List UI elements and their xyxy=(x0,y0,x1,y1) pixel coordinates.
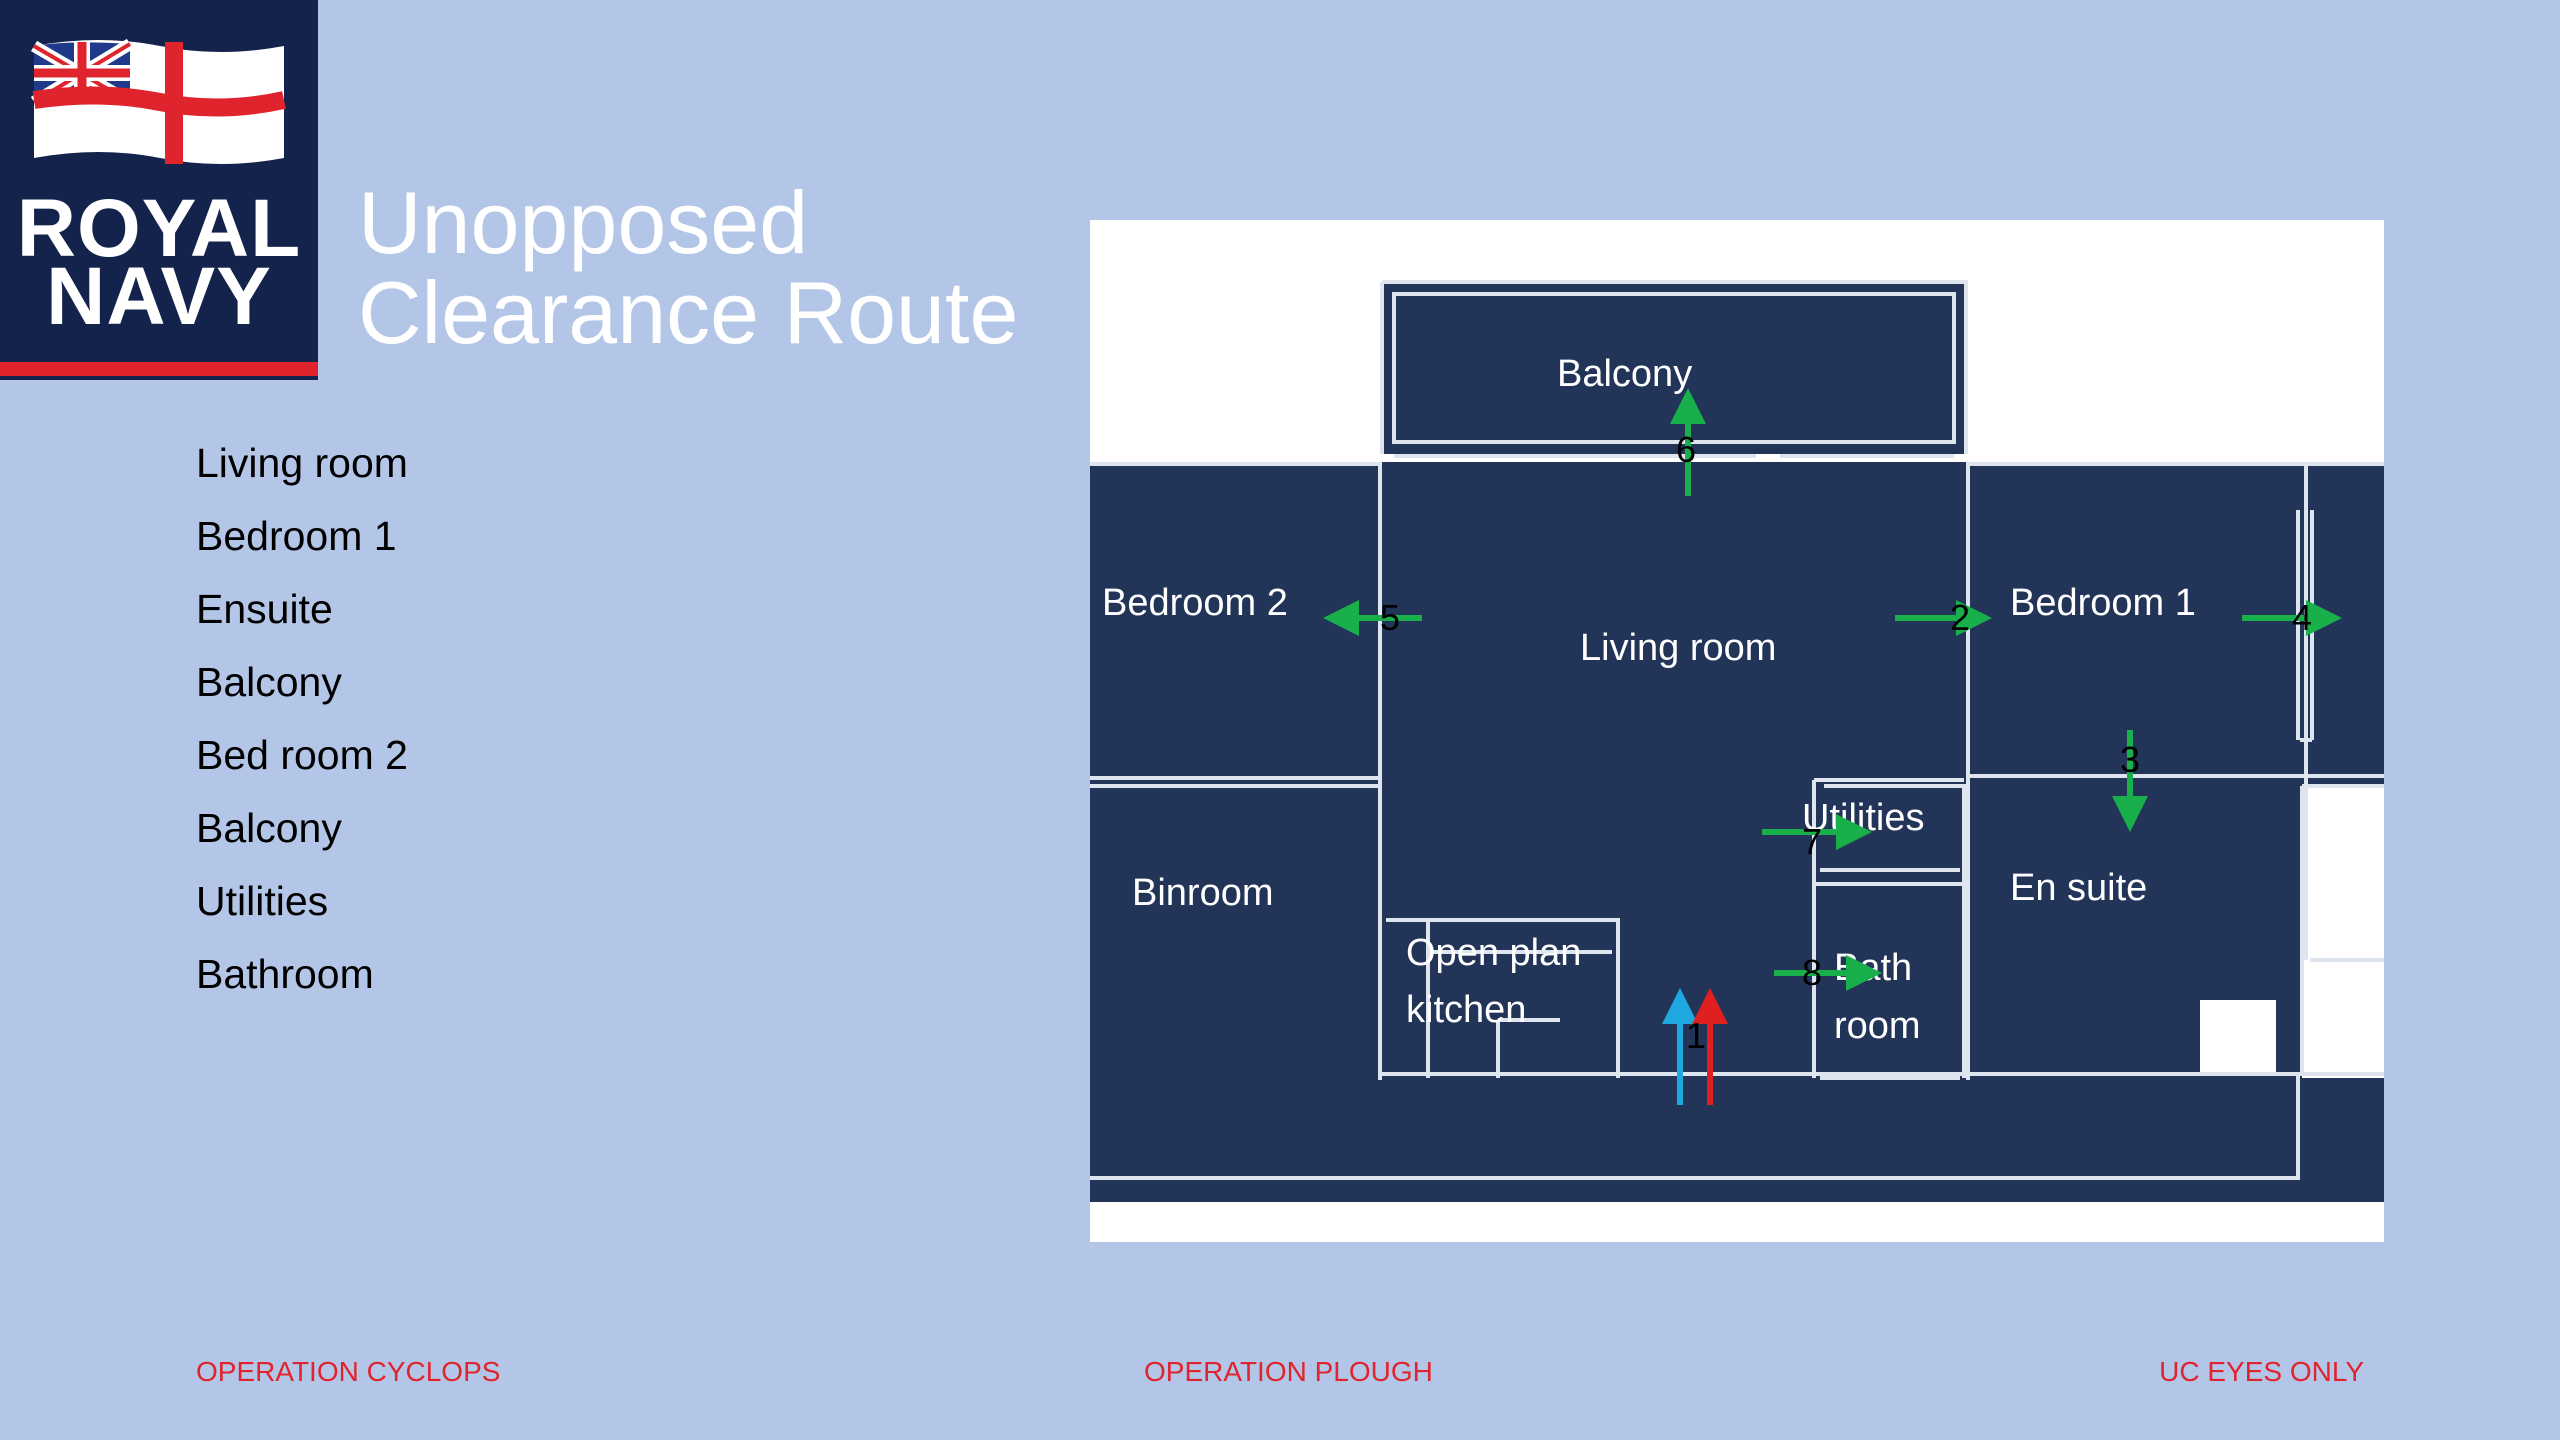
route-item: Utilities xyxy=(196,878,329,924)
route-list: Living room Bedroom 1 Ensuite Balcony Be… xyxy=(196,432,408,1016)
room-label-bedroom1: Bedroom 1 xyxy=(2010,582,2196,624)
plan-walls xyxy=(1090,282,2384,1202)
royal-navy-logo: ROYAL NAVY xyxy=(0,0,318,380)
room-label-kitchen-line1: Open plan xyxy=(1406,932,1581,974)
step-number: 3 xyxy=(2120,739,2140,780)
floor-plan: Balcony Bedroom 2 Living room Bedroom 1 … xyxy=(1090,220,2384,1242)
route-item: Bed room 2 xyxy=(196,732,408,778)
footer-center: OPERATION PLOUGH xyxy=(1144,1356,1433,1387)
route-item: Balcony xyxy=(196,659,342,705)
footer-left: OPERATION CYCLOPS xyxy=(196,1356,501,1387)
step-number: 2 xyxy=(1950,597,1970,638)
room-label-ensuite: En suite xyxy=(2010,867,2147,909)
plan-lines xyxy=(1090,280,2384,1180)
route-arrows xyxy=(1323,388,2342,1105)
step-number: 1 xyxy=(1686,1015,1706,1056)
logo-red-bar xyxy=(0,362,318,376)
route-item: Bathroom xyxy=(196,951,374,997)
slide-title: Unopposed Clearance Route xyxy=(358,178,1018,358)
room-label-balcony: Balcony xyxy=(1557,353,1692,395)
step-number: 8 xyxy=(1802,952,1822,993)
room-label-bathroom-line1: Bath xyxy=(1834,947,1912,989)
title-line2: Clearance Route xyxy=(358,263,1019,362)
step-number: 5 xyxy=(1380,597,1400,638)
room-label-bathroom-line2: room xyxy=(1834,1005,1921,1047)
route-item: Balcony xyxy=(196,805,342,851)
flag-icon xyxy=(30,38,286,164)
step-number: 6 xyxy=(1676,429,1696,470)
logo-line1: ROYAL xyxy=(16,183,302,274)
room-label-binroom: Binroom xyxy=(1132,872,1274,914)
footer-right: UC EYES ONLY xyxy=(2159,1356,2364,1387)
room-label-bedroom2: Bedroom 2 xyxy=(1102,582,1288,624)
route-item: Bedroom 1 xyxy=(196,513,397,559)
plan-outside-gap xyxy=(2302,786,2384,1078)
route-item: Living room xyxy=(196,440,408,486)
route-item: Ensuite xyxy=(196,586,333,632)
logo-line2: NAVY xyxy=(46,251,272,342)
title-line1: Unopposed xyxy=(358,173,809,272)
room-label-living-room: Living room xyxy=(1580,627,1776,669)
room-label-kitchen-line2: kitchen xyxy=(1406,989,1526,1031)
step-number: 4 xyxy=(2292,597,2312,638)
step-number: 7 xyxy=(1802,821,1822,862)
